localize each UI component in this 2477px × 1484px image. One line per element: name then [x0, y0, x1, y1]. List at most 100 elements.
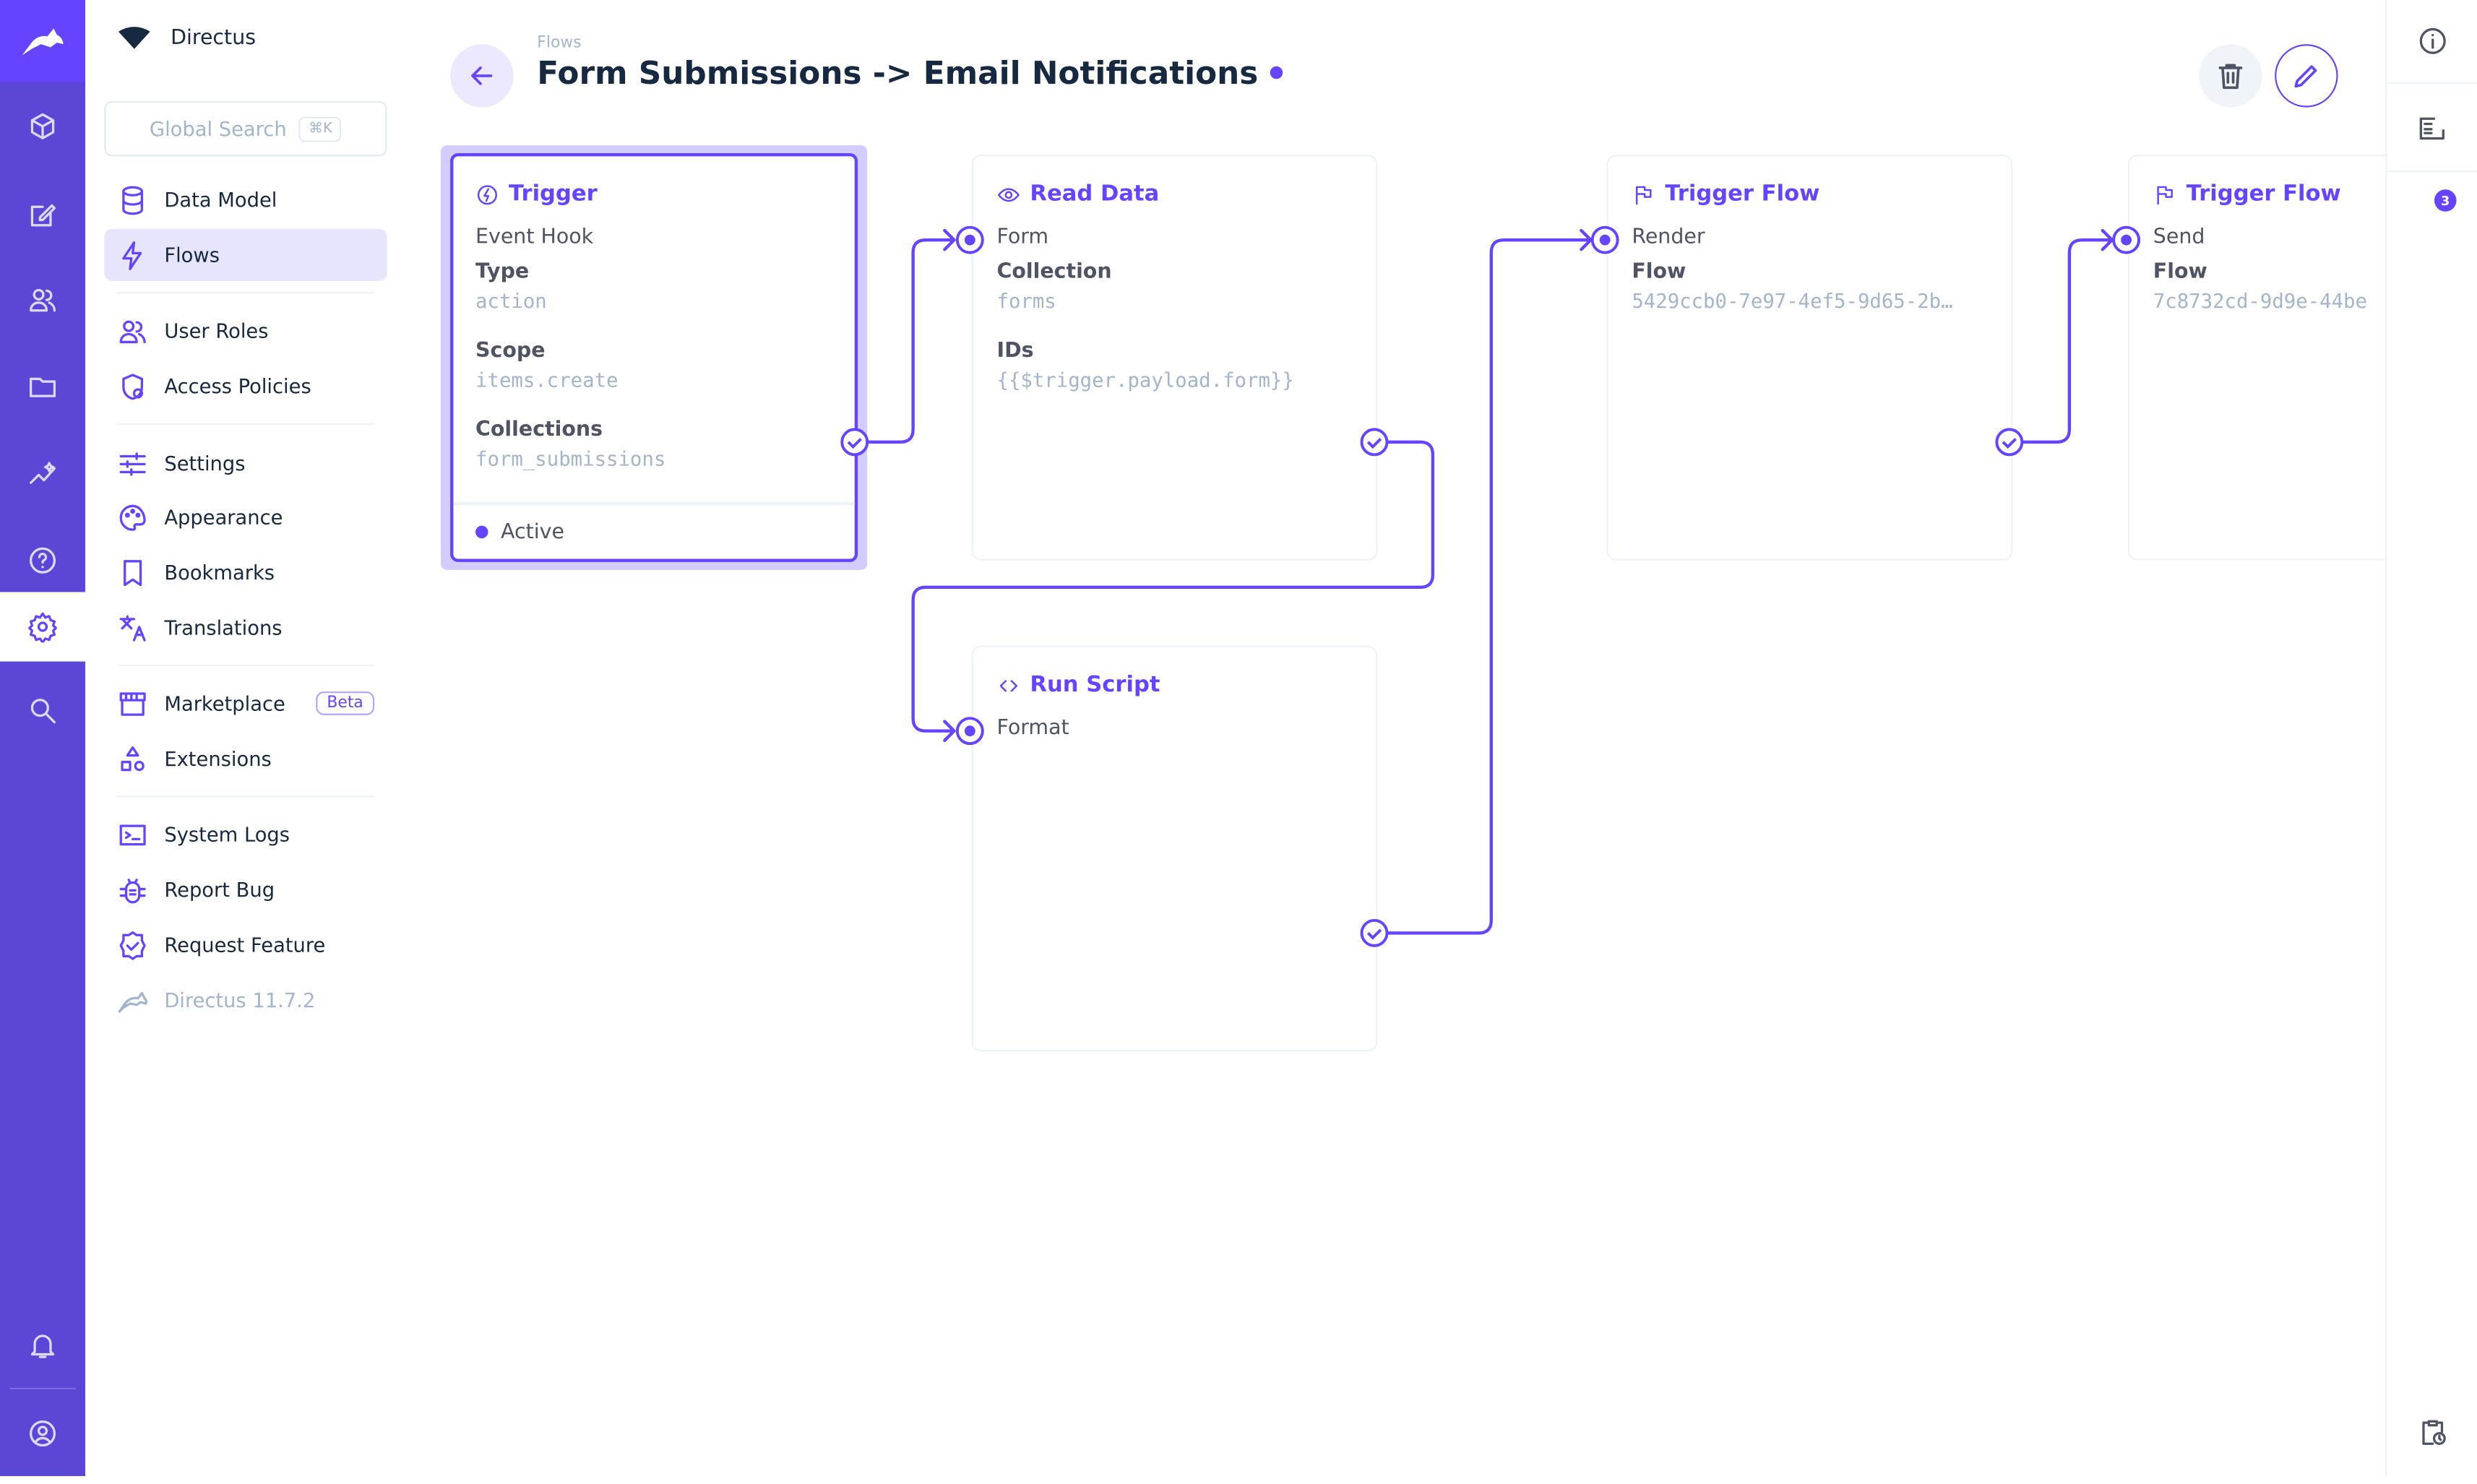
project-name: Directus [171, 26, 257, 50]
shapes-icon [121, 745, 145, 771]
nav-label: Report Bug [164, 877, 275, 902]
nav-item-access-policies[interactable]: Access Policies [104, 360, 387, 412]
field-value: form_submissions [475, 447, 666, 471]
nav-label: System Logs [164, 822, 290, 847]
directus-logo[interactable] [0, 0, 86, 82]
node-header: Run Script [996, 669, 1352, 701]
translate-icon [119, 614, 146, 641]
help-icon[interactable] [0, 526, 85, 595]
field-label: IDs [996, 339, 1034, 363]
operation-node-trigger-flow-send[interactable]: Trigger Flow Send Flow 7c8732cd-9d9e-44b… [2127, 155, 2397, 561]
node-header: Read Data [996, 178, 1352, 210]
nav-item-version[interactable]: Directus 11.7.2 [104, 974, 387, 1026]
trigger-node-selected[interactable]: Trigger Event Hook Type action Scope ite… [440, 145, 868, 570]
flag-icon [1635, 185, 1652, 204]
logs-button[interactable]: 3 [2387, 84, 2477, 212]
nav-divider [116, 664, 375, 667]
operation-node-trigger-flow-render[interactable]: Trigger Flow Render Flow 5429ccb0-7e97-4… [1606, 155, 2013, 561]
nav-item-appearance[interactable]: Appearance [104, 491, 387, 543]
field-label: Flow [1632, 260, 1686, 285]
delete-button[interactable] [2199, 44, 2262, 108]
directus-icon [118, 991, 148, 1012]
verified-icon [119, 930, 146, 959]
nav-label: Extensions [164, 746, 272, 771]
nav-label: Request Feature [164, 933, 326, 957]
clipboard-clock-icon [2421, 1420, 2445, 1445]
node-name: Render [1632, 225, 1705, 250]
nav-item-bookmarks[interactable]: Bookmarks [104, 546, 387, 598]
nav-label: Directus 11.7.2 [164, 988, 316, 1012]
shield-icon [122, 373, 144, 400]
nav-label: Settings [164, 451, 246, 475]
operation-node-read-data[interactable]: Read Data Form Collection forms IDs {{$t… [971, 155, 1378, 561]
bell-icon[interactable] [0, 1311, 85, 1380]
logs-icon [2418, 116, 2444, 139]
trigger-node[interactable]: Trigger Event Hook Type action Scope ite… [450, 152, 858, 562]
users-icon [119, 319, 146, 342]
navigation-panel: Directus Global Search ⌘K Data Model Flo… [85, 0, 419, 1477]
nav-item-user-roles[interactable]: User Roles [104, 305, 387, 357]
nav-label: Bookmarks [164, 560, 275, 584]
trigger-status[interactable]: Active [453, 501, 855, 559]
field-value: items.create [475, 368, 619, 392]
field-label: Flow [2153, 260, 2207, 285]
nav-label: Flows [164, 243, 220, 267]
account-icon[interactable] [0, 1399, 85, 1468]
terminal-icon [119, 824, 146, 845]
search-icon[interactable] [0, 676, 85, 745]
nav-label: Translations [164, 616, 283, 639]
nav-item-extensions[interactable]: Extensions [104, 733, 387, 785]
page-title-text: Form Submissions -> Email Notifications [537, 53, 1259, 92]
info-button[interactable] [2387, 0, 2477, 84]
users-icon[interactable] [0, 265, 85, 335]
nav-item-data-model[interactable]: Data Model [104, 173, 387, 225]
node-name: Event Hook [475, 225, 594, 250]
store-icon [119, 691, 146, 715]
flow-editor: Flows Form Submissions -> Email Notifica… [418, 0, 2397, 1477]
nav-item-request-feature[interactable]: Request Feature [104, 919, 387, 971]
project-logo-icon [118, 27, 150, 49]
status-label: Active [501, 519, 564, 544]
connector-run-script-to-trigger-flow [1384, 228, 1593, 935]
breadcrumb[interactable]: Flows [537, 35, 582, 53]
field-label: Collection [996, 260, 1112, 285]
trash-icon [2218, 64, 2243, 90]
nav-label: Access Policies [164, 374, 311, 398]
field-label: Collections [475, 418, 603, 442]
global-search-input[interactable]: Global Search ⌘K [104, 100, 387, 157]
nav-item-marketplace[interactable]: Marketplace Beta [104, 677, 387, 729]
nav-item-translations[interactable]: Translations [104, 602, 387, 654]
nav-divider [116, 795, 375, 798]
database-icon [122, 185, 144, 215]
nav-item-system-logs[interactable]: System Logs [104, 808, 387, 860]
info-icon [2418, 27, 2445, 54]
nav-item-flows[interactable]: Flows [104, 228, 387, 281]
nav-item-report-bug[interactable]: Report Bug [104, 863, 387, 915]
revisions-button[interactable] [2387, 1397, 2477, 1467]
flag-icon [2157, 185, 2173, 204]
settings-icon[interactable] [0, 592, 86, 662]
field-value: action [475, 288, 547, 313]
operation-node-run-script[interactable]: Run Script Format [971, 645, 1378, 1052]
insights-icon[interactable] [0, 439, 85, 508]
nav-label: Marketplace [164, 691, 285, 715]
notification-count-badge: 3 [2434, 189, 2457, 212]
edit-button[interactable] [2275, 44, 2338, 108]
nav-label: User Roles [164, 319, 269, 343]
back-button[interactable] [450, 44, 514, 108]
folder-icon[interactable] [0, 352, 85, 421]
beta-badge: Beta [316, 691, 375, 715]
edit-icon[interactable] [0, 180, 85, 249]
search-placeholder: Global Search [149, 116, 287, 141]
status-dot [1270, 66, 1284, 79]
nav-label: Data Model [164, 188, 277, 212]
content-module-cube-icon[interactable] [0, 92, 85, 161]
node-header: Trigger Flow [2153, 178, 2373, 210]
node-title: Trigger Flow [1665, 181, 1820, 207]
nav-divider [116, 292, 375, 294]
sliders-icon [119, 452, 146, 475]
project-brand[interactable]: Directus [117, 25, 256, 51]
pencil-icon [2294, 65, 2317, 88]
node-header: Trigger [475, 178, 832, 210]
nav-item-settings[interactable]: Settings [104, 437, 387, 489]
